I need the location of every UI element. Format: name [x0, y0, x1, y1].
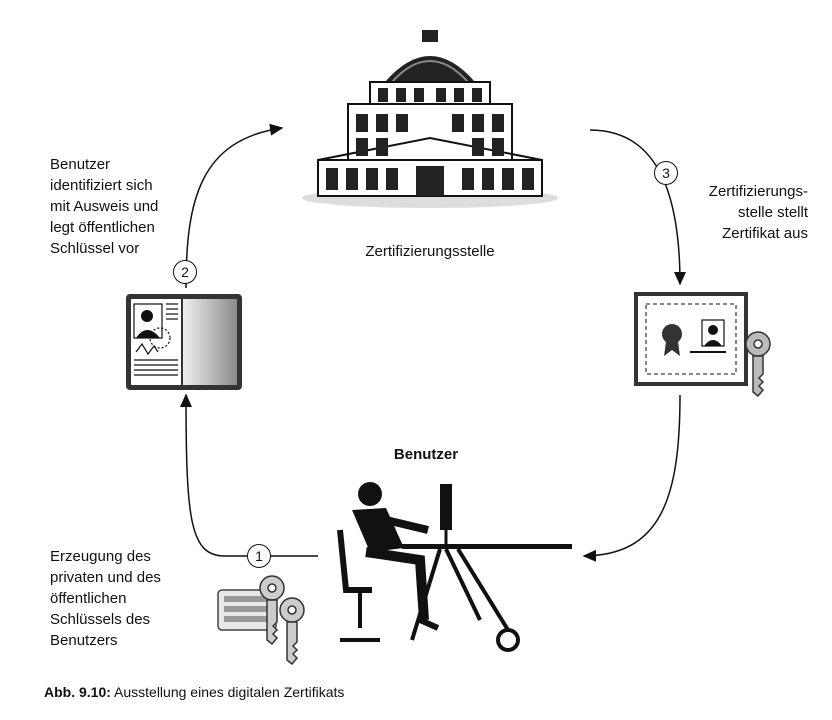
figure-caption-text: Ausstellung eines digitalen Zertifikats — [110, 684, 345, 700]
id-card-icon — [126, 294, 242, 390]
step2-description: Benutzer identifiziert sich mit Ausweis … — [50, 156, 159, 257]
key-icon — [745, 331, 771, 398]
step3-description: Zertifizierungs- stelle stellt Zertifika… — [708, 183, 808, 242]
certificate-icon — [634, 292, 748, 386]
user-label: Benutzer — [393, 446, 459, 463]
step-number-3: 3 — [654, 161, 678, 185]
building-icon — [302, 30, 558, 208]
step1-description: Erzeugung des privaten und des öffentlic… — [50, 548, 161, 649]
figure-caption: Abb. 9.10: Ausstellung eines digitalen Z… — [44, 684, 344, 700]
key-pair-icon — [217, 575, 305, 666]
user-at-computer-icon — [337, 482, 572, 652]
arrow-step2 — [185, 123, 284, 289]
step-number-1: 1 — [247, 544, 271, 568]
step-number-2: 2 — [173, 260, 197, 284]
figure-number: Abb. 9.10: — [44, 684, 111, 700]
arrow-step1 — [180, 393, 318, 557]
certification-authority-label: Zertifizierungsstelle — [365, 243, 495, 260]
arrow-to-user — [582, 394, 681, 562]
